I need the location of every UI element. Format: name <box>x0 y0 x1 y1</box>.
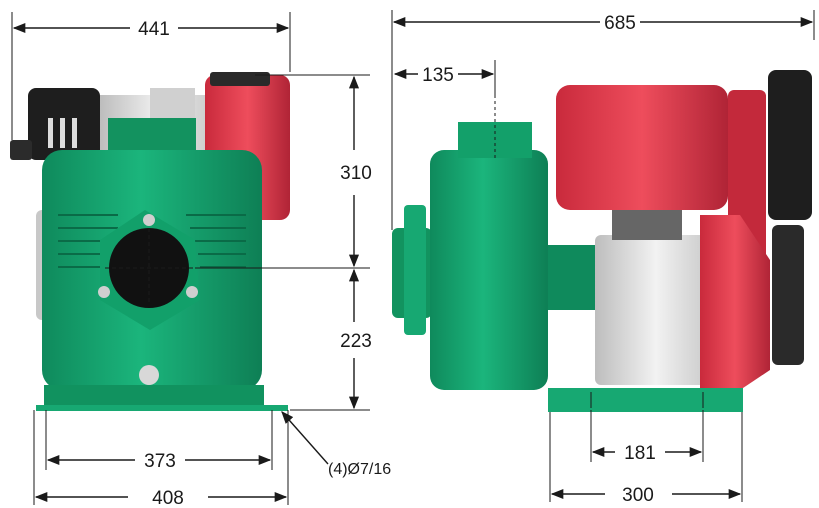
front-view <box>10 72 290 411</box>
dim-front-height-lower: 223 <box>340 331 372 352</box>
dim-front-bolt-spacing: 373 <box>144 451 176 472</box>
dim-mount-hole-spec: (4)Ø7/16 <box>328 461 391 478</box>
dim-side-bolt-spacing: 181 <box>624 443 656 464</box>
dim-front-base-width: 408 <box>152 488 184 508</box>
side-view <box>392 70 812 412</box>
dim-front-overall-width: 441 <box>138 19 170 40</box>
dim-side-overall-length: 685 <box>604 13 636 34</box>
dim-side-base-length: 300 <box>622 485 654 506</box>
dim-front-height-upper: 310 <box>340 163 372 184</box>
dimension-lines <box>11 10 815 505</box>
dim-side-inlet-offset: 135 <box>422 65 454 86</box>
